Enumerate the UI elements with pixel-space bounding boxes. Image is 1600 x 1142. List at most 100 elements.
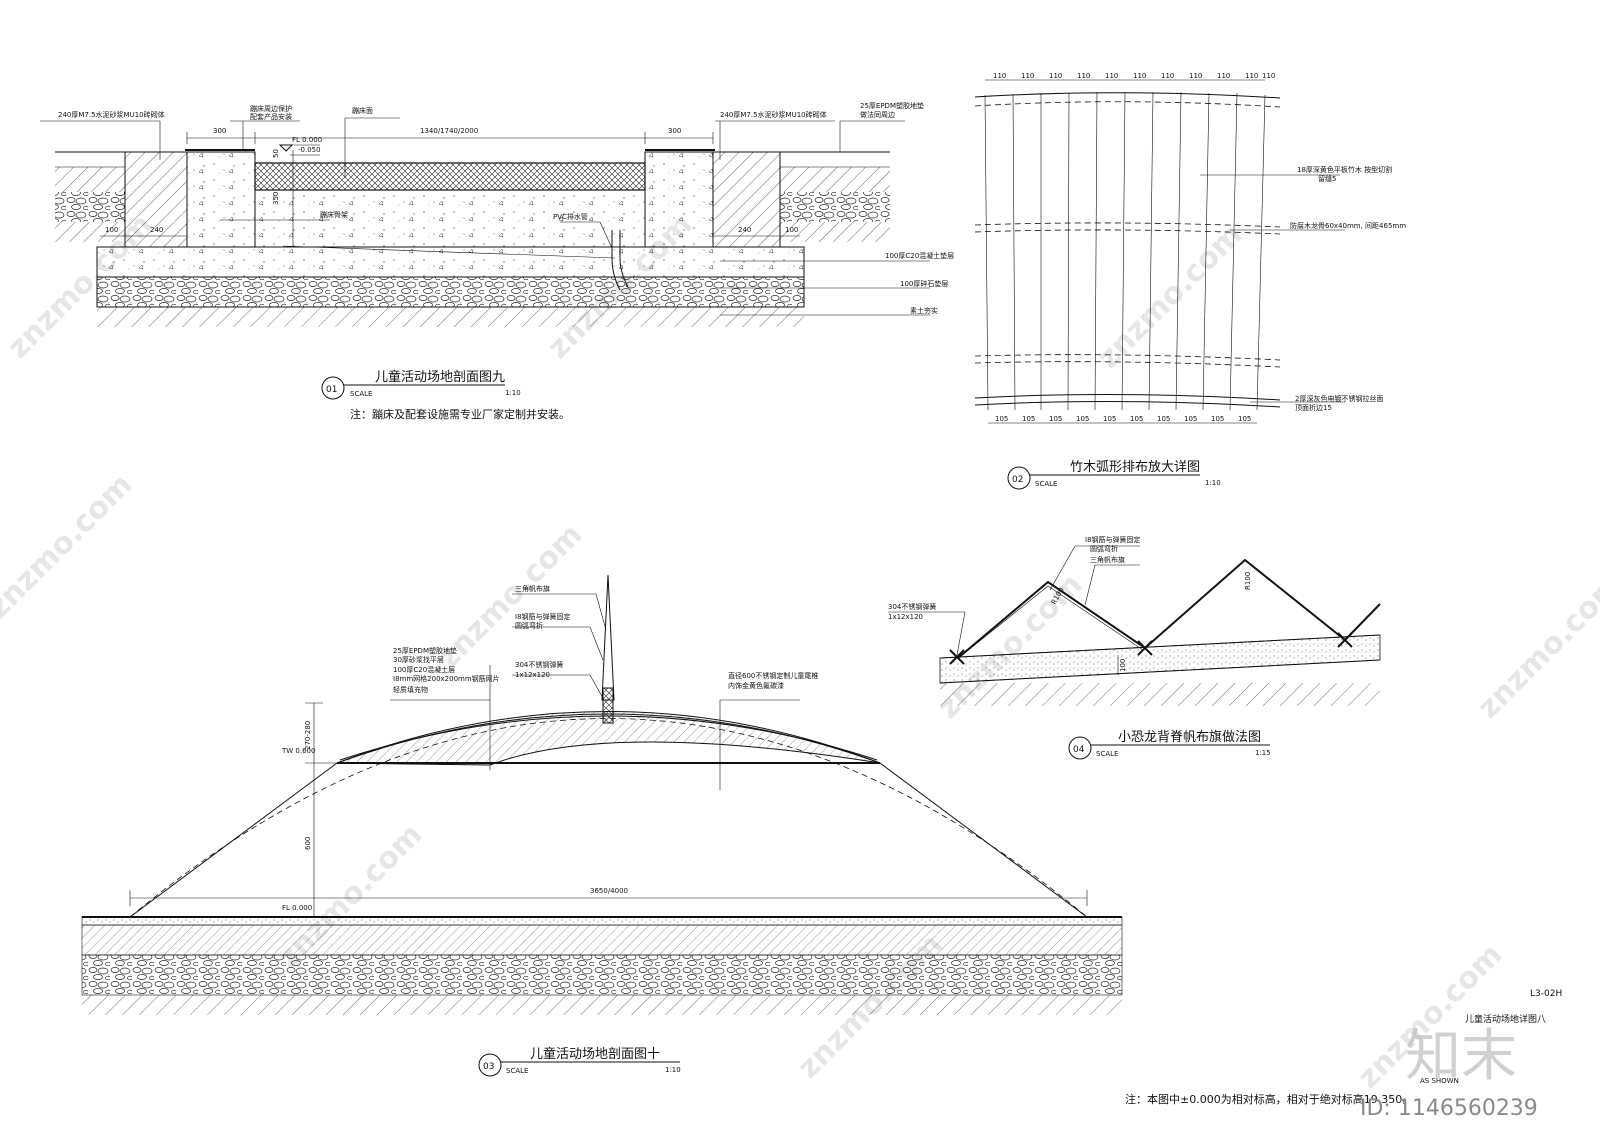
watermark: znzmo.com: [1091, 217, 1250, 376]
bottom-dim: 105: [1022, 415, 1035, 423]
detail-03-scale-label: SCALE: [506, 1067, 528, 1075]
label-epdm-1: 25厚EPDM塑胶地垫: [860, 101, 924, 110]
label-fill: 轻质填充物: [393, 685, 428, 694]
label-mortar: 30厚砂浆找平层: [393, 655, 444, 664]
detail-01-scale-label: SCALE: [350, 390, 372, 398]
detail-03-section: 三角帆布旗 Ⅰ8钢筋与弹簧固定 圆弧弯折 304不锈钢弹簧 1x12x120 2…: [81, 574, 1123, 1077]
label-spring-1: 304不锈钢弹簧: [888, 602, 936, 611]
label-flag: 三角帆布旗: [1090, 555, 1125, 564]
bottom-dim: 105: [1238, 415, 1251, 423]
top-dim: 110: [1161, 72, 1174, 80]
label-pvc: PVC排水管: [553, 212, 588, 221]
detail-03-number: 03: [483, 1062, 494, 1072]
brand-logo: 知末: [1405, 1024, 1517, 1089]
top-dim: 110: [1021, 72, 1034, 80]
label-board-1: 18厚深黄色平板竹木 按型切割: [1297, 165, 1392, 174]
top-dim: 110: [993, 72, 1006, 80]
label-spring-2: 1x12x120: [515, 671, 550, 679]
label-rebar-2: 圆弧弯折: [1090, 544, 1118, 553]
label-d100: 100: [1119, 659, 1127, 672]
bottom-dim: 105: [1049, 415, 1062, 423]
label-spring-2: 1x12x120: [888, 613, 923, 621]
label-tail-2: 内饰金黄色氟碳漆: [728, 681, 784, 690]
dim-240-right: 240: [738, 226, 751, 234]
label-wall-left: 240厚M7.5水泥砂浆MU10砖砌体: [58, 110, 165, 119]
label-tail-1: 直径600不锈钢定制儿童尾椎: [728, 671, 818, 680]
detail-02-title: 竹木弧形排布放大详图: [1070, 460, 1200, 475]
elev-tw: TW 0.600: [281, 747, 315, 755]
detail-03-scale: 1:10: [665, 1066, 681, 1074]
detail-04-flag: Ⅰ8钢筋与弹簧固定 圆弧弯折 三角帆布旗 304不锈钢弹簧 1x12x120 R…: [888, 535, 1381, 760]
top-dims: 110 110 110 110 110 110 110 110 110 110 …: [993, 72, 1275, 80]
elev-fl2: -0.050: [298, 146, 321, 154]
detail-01-title: 儿童活动场地剖面图九: [375, 369, 505, 385]
elev-fl: FL 0.000: [292, 136, 322, 144]
label-gravel: 100厚碎石垫层: [900, 279, 948, 288]
label-steel-1: 2厚深灰色电镀不锈钢拉丝面: [1295, 394, 1383, 403]
label-rebar-1: Ⅰ8钢筋与弹簧固定: [515, 612, 571, 621]
bottom-dim: 105: [1103, 415, 1116, 423]
top-dim: 110: [1245, 72, 1258, 80]
detail-04-title: 小恐龙背脊帆布旗做法图: [1118, 729, 1261, 745]
sheet-title: 儿童活动场地详图八: [1465, 1013, 1546, 1025]
label-wall-right: 240厚M7.5水泥砂浆MU10砖砌体: [720, 110, 827, 119]
detail-02-bamboo: 110 110 110 110 110 110 110 110 110 110 …: [974, 72, 1406, 490]
top-dim: 110: [1049, 72, 1062, 80]
label-frame: 蹦床骨架: [320, 210, 348, 219]
label-concrete: 100厚C20混凝土层: [393, 665, 455, 674]
detail-02-number: 02: [1012, 475, 1023, 485]
bottom-dims: 105 105 105 105 105 105 105 105 105 105: [995, 415, 1251, 423]
id-badge: ID: 1146560239: [1360, 1096, 1538, 1121]
detail-01-number: 01: [326, 385, 337, 395]
detail-01-scale: 1:10: [505, 389, 521, 397]
bottom-dim: 105: [995, 415, 1008, 423]
bottom-dim: 105: [1211, 415, 1224, 423]
label-edge-protect-1: 蹦床周边保护: [250, 104, 292, 113]
label-concrete: 100厚C20混凝土垫层: [885, 251, 954, 260]
scale-note: AS SHOWN: [1420, 1077, 1459, 1085]
label-keel: 防腐木龙骨60x40mm, 间距465mm: [1290, 221, 1406, 230]
label-rebar-2: 圆弧弯折: [515, 621, 543, 630]
bottom-dim: 105: [1184, 415, 1197, 423]
dim-300-left: 300: [213, 127, 226, 135]
label-trampoline-face: 蹦床面: [352, 106, 373, 115]
sheet-footer: L3-02H 儿童活动场地详图八 知末 AS SHOWN 注：本图中±0.000…: [1125, 989, 1562, 1121]
label-board-2: 留缝5: [1318, 174, 1336, 183]
bottom-dim: 105: [1076, 415, 1089, 423]
label-soil: 素土夯实: [910, 306, 938, 315]
top-dim: 110: [1133, 72, 1146, 80]
bamboo-boards: [984, 91, 1266, 411]
detail-04-scale: 1:15: [1255, 749, 1271, 757]
label-r100-2: R100: [1244, 572, 1252, 590]
label-epdm-2: 做法同周边: [860, 110, 895, 119]
dim-mid: 1340/1740/2000: [420, 127, 478, 135]
top-dim: 110: [1262, 72, 1275, 80]
dim-50: 50: [272, 149, 280, 158]
dim-600: 600: [304, 837, 312, 850]
dim-100-right: 100: [785, 226, 798, 234]
top-dim: 110: [1105, 72, 1118, 80]
label-steel-2: 顶面折边15: [1295, 403, 1332, 412]
detail-04-number: 04: [1073, 745, 1085, 755]
label-flag: 三角帆布旗: [515, 584, 550, 593]
dim-top: 270-280: [304, 721, 312, 750]
top-dim: 110: [1077, 72, 1090, 80]
detail-02-scale-label: SCALE: [1035, 480, 1057, 488]
detail-01-section: 240厚M7.5水泥砂浆MU10砖砌体 蹦床周边保护 配套产品安装 蹦床面 24…: [40, 101, 954, 421]
label-rebar-1: Ⅰ8钢筋与弹簧固定: [1085, 535, 1141, 544]
dim-width: 3650/4000: [590, 887, 628, 895]
watermark: znzmo.com: [1471, 567, 1600, 726]
top-dim: 110: [1189, 72, 1202, 80]
detail-01-note: 注：蹦床及配套设施需专业厂家定制并安装。: [350, 407, 570, 421]
dim-100-left: 100: [105, 226, 118, 234]
detail-03-title: 儿童活动场地剖面图十: [530, 1046, 660, 1062]
label-epdm: 25厚EPDM塑胶地垫: [393, 646, 457, 655]
label-spring-1: 304不锈钢弹簧: [515, 660, 563, 669]
dim-350: 350: [272, 192, 280, 205]
bottom-dim: 105: [1130, 415, 1143, 423]
elev-fl: FL 0.000: [282, 904, 312, 912]
watermark: znzmo.com: [0, 467, 139, 626]
detail-02-scale: 1:10: [1205, 479, 1221, 487]
sheet-number: L3-02H: [1530, 989, 1562, 999]
